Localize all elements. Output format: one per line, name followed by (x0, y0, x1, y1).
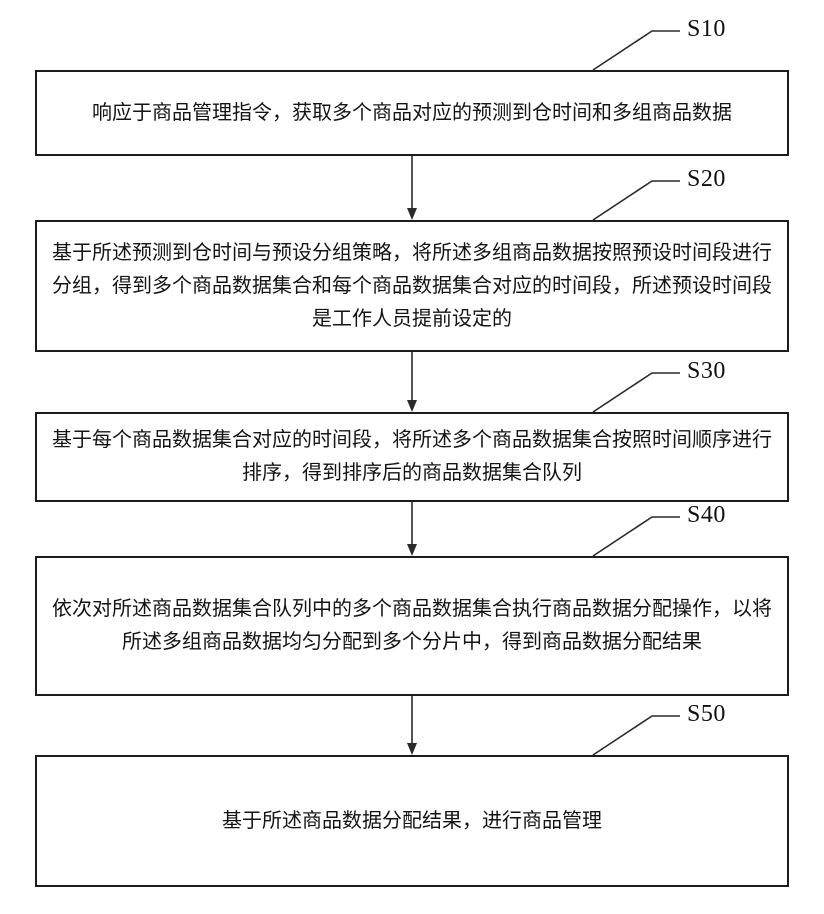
step-box-s50: 基于所述商品数据分配结果，进行商品管理 (35, 755, 789, 887)
leader-line-s30 (592, 372, 680, 413)
step-label-s30: S30 (687, 358, 726, 384)
step-box-s40: 依次对所述商品数据集合队列中的多个商品数据集合执行商品数据分配操作，以将所述多组… (35, 556, 789, 696)
step-label-s10: S10 (687, 16, 726, 42)
step-text-s20: 基于所述预测到仓时间与预设分组策略，将所述多组商品数据按照预设时间段进行分组，得… (52, 241, 772, 330)
step-label-s40: S40 (687, 502, 726, 528)
step-label-s50: S50 (687, 701, 726, 727)
flow-arrow-3 (407, 502, 417, 556)
step-text-s40: 依次对所述商品数据集合队列中的多个商品数据集合执行商品数据分配操作，以将所述多组… (52, 598, 772, 653)
flow-arrow-4 (407, 696, 417, 755)
step-box-s20: 基于所述预测到仓时间与预设分组策略，将所述多组商品数据按照预设时间段进行分组，得… (35, 220, 789, 352)
flow-arrow-1 (407, 156, 417, 220)
step-text-s50: 基于所述商品数据分配结果，进行商品管理 (222, 809, 602, 832)
leader-line-s10 (592, 30, 680, 71)
flow-arrow-2 (407, 352, 417, 412)
step-box-s10: 响应于商品管理指令，获取多个商品对应的预测到仓时间和多组商品数据 (35, 70, 789, 156)
leader-line-s50 (592, 715, 680, 756)
step-box-s30: 基于每个商品数据集合对应的时间段，将所述多个商品数据集合按照时间顺序进行排序，得… (35, 412, 789, 502)
leader-line-s20 (592, 180, 680, 221)
step-label-s20: S20 (687, 166, 726, 192)
leader-line-s40 (592, 516, 680, 557)
step-text-s30: 基于每个商品数据集合对应的时间段，将所述多个商品数据集合按照时间顺序进行排序，得… (52, 429, 772, 484)
step-text-s10: 响应于商品管理指令，获取多个商品对应的预测到仓时间和多组商品数据 (92, 101, 732, 124)
